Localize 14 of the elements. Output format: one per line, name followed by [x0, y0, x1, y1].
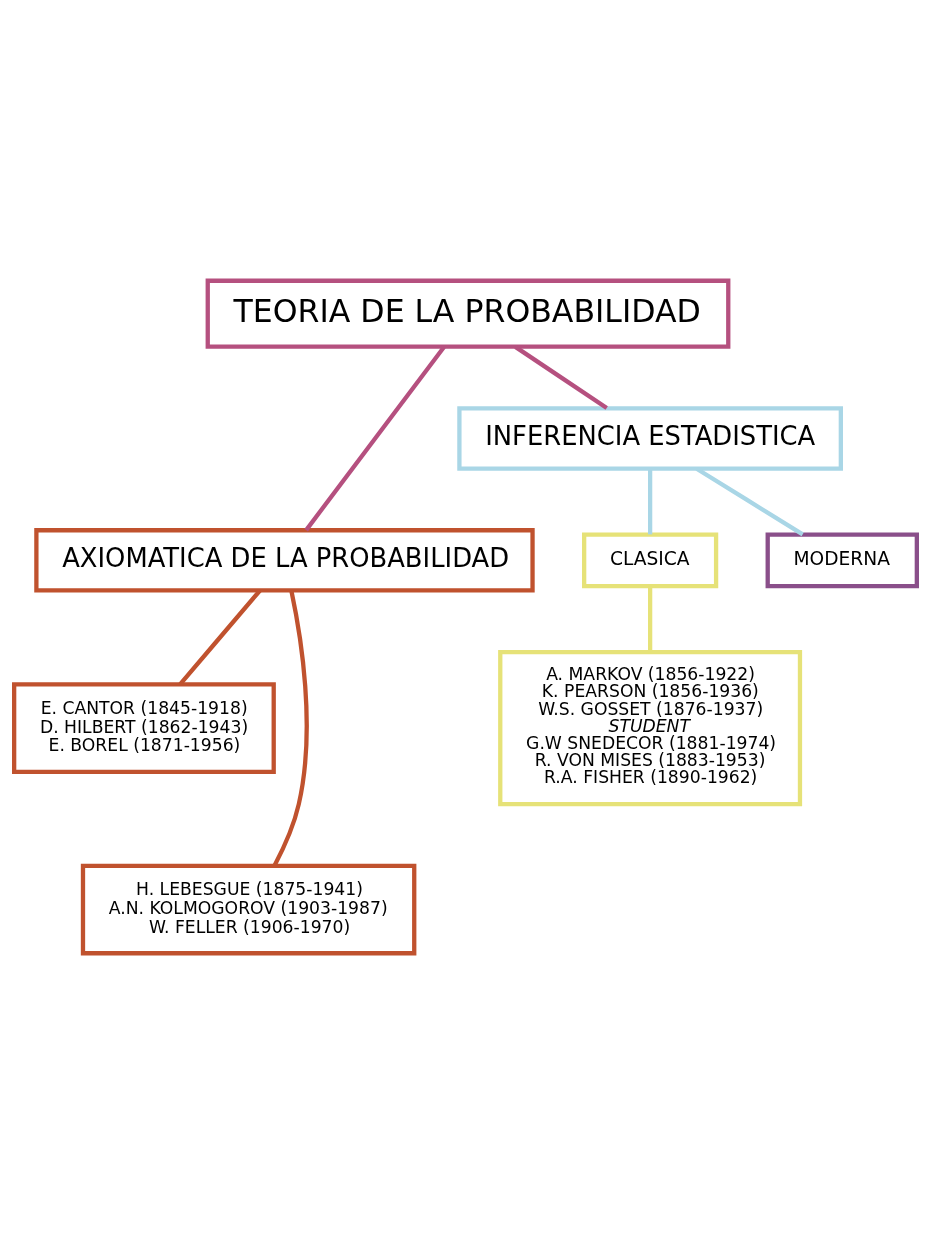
node-box: H. LEBESGUE (1875-1941) A.N. KOLMOGOROV (1903-1987) W. FELLER (1906-1970) [80, 863, 417, 956]
connector [647, 468, 653, 535]
node-box: E. CANTOR (1845-1918) D. HILBERT (1862-1943) E. BOREL (1871-1956) [12, 682, 276, 774]
connector [647, 586, 653, 653]
node-box: A. MARKOV (1856-1922) K. PEARSON (1856-1936) W.S. GOSSET (1876-1937) STUDENT G.W SNEDECOR (1881-1974) R. VON MISES (1883-1953) R.A. FISHER (1890-1962) [498, 650, 803, 807]
node-box: MODERNA [765, 532, 919, 589]
node-box: CLASICA [582, 532, 719, 589]
node-box: INFERENCIA ESTADISTICA [457, 406, 843, 471]
node-box: AXIOMATICA DE LA PROBABILIDAD [34, 528, 535, 593]
connector [514, 345, 608, 410]
node-box: TEORIA DE LA PROBABILIDAD [205, 278, 731, 349]
connector [178, 589, 262, 686]
connector [304, 345, 446, 532]
connector [272, 590, 309, 867]
